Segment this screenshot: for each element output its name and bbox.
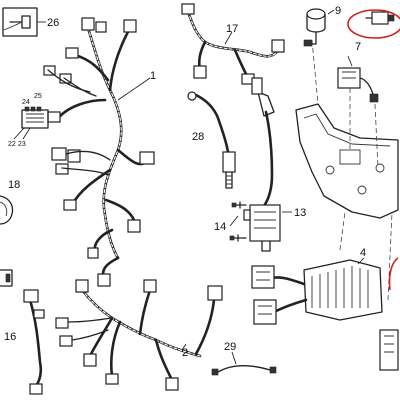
part-1-main-harness [43,17,155,287]
highlight-ring-top [347,9,400,39]
callout-7: 7 [355,41,361,53]
part-4-regulator [251,259,383,325]
part-18-round-part [0,195,14,225]
callout-29: 29 [224,341,236,353]
callout-16: 16 [4,331,16,343]
callout-1: 1 [150,70,156,82]
callout-9: 9 [335,5,341,17]
callout-14: 14 [214,221,226,233]
part-28-sensor [187,91,236,189]
callout-18: 18 [8,179,20,191]
part-13-ignition-coil [243,77,281,252]
callout-23: 23 [18,141,26,148]
callout-13: 13 [294,207,306,219]
callout-22: 22 [8,141,16,148]
part-17-sub-harness [181,3,285,85]
callout-28: 28 [192,131,204,143]
callout-26: 26 [47,17,59,29]
callout-17: 17 [226,23,238,35]
mounting-bracket [295,39,399,301]
part-7-relay [337,67,379,103]
callout-4: 4 [360,247,366,259]
part-9-sensor [303,8,326,47]
highlighted-connector [365,11,395,25]
callout-2: 2 [182,347,188,359]
part-26-connector [2,7,38,37]
part-14-bolts [229,201,247,242]
highlighted-module [379,329,399,371]
part-29-cable [211,365,277,376]
part-16-harness [0,269,45,395]
highlight-ring-bottom [388,257,399,291]
callout-25: 25 [34,93,42,100]
callout-24: 24 [22,99,30,106]
part-22-25-fuse-box [21,106,49,129]
part-2-rear-harness [55,279,223,391]
